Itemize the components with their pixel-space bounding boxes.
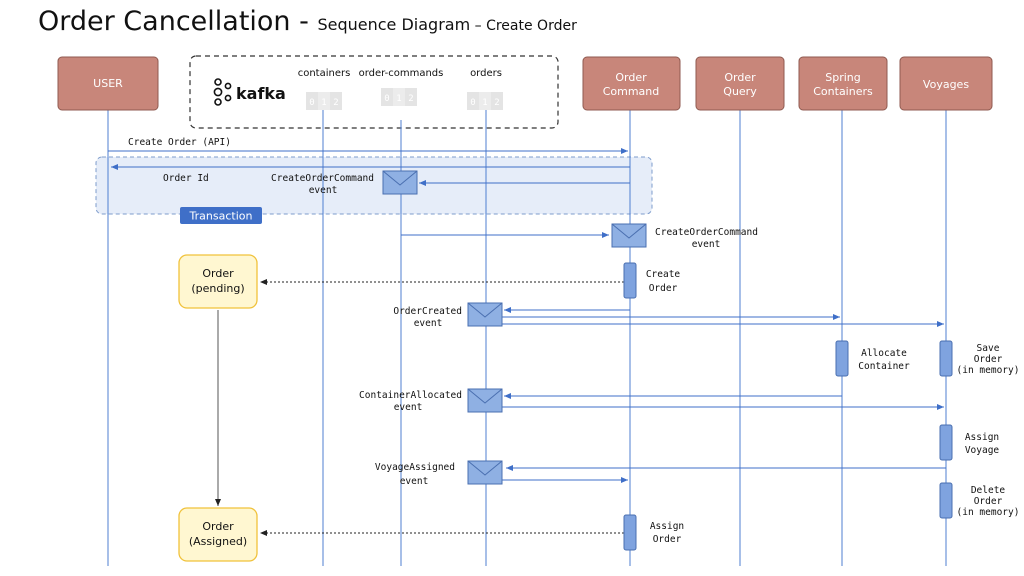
label-save-order-c: (in memory) (957, 365, 1020, 376)
label-container-allocated-b: event (394, 402, 423, 413)
state-order-pending: Order (pending) (178, 254, 258, 309)
page-title: Order Cancellation - Sequence Diagram – … (38, 6, 577, 37)
svg-text:Order: Order (202, 520, 234, 533)
activation-assign-order (623, 514, 637, 551)
participant-spring-containers: Spring Containers (798, 56, 888, 111)
svg-text:Order: Order (615, 71, 647, 84)
svg-text:0: 0 (470, 98, 475, 108)
envelope-icon (467, 388, 503, 413)
label-delete-order-c: (in memory) (957, 507, 1020, 518)
svg-text:(Assigned): (Assigned) (189, 535, 247, 548)
svg-text:2: 2 (494, 98, 499, 108)
svg-text:Order: Order (202, 267, 234, 280)
svg-text:0: 0 (384, 94, 389, 104)
svg-text:1: 1 (396, 94, 401, 104)
label-save-order-b: Order (974, 354, 1003, 365)
envelope-icon (611, 223, 647, 248)
participant-user: USER (57, 56, 159, 111)
topic-containers-label: containers (298, 68, 351, 79)
activation-create-order (623, 262, 637, 299)
transaction-label: Transaction (189, 210, 253, 223)
svg-text:1: 1 (482, 98, 487, 108)
svg-text:USER: USER (93, 77, 123, 90)
transaction-region (95, 156, 653, 215)
label-create-order-command-1a: CreateOrderCommand (271, 173, 374, 184)
svg-text:Containers: Containers (813, 85, 873, 98)
label-order-created-a: OrderCreated (393, 306, 462, 317)
label-create-order-a: Create (646, 269, 681, 280)
label-assign-order-b: Order (653, 534, 682, 545)
svg-text:Command: Command (603, 85, 660, 98)
topic-containers-partitions: 0 1 2 (306, 92, 342, 110)
transaction-badge (180, 207, 262, 224)
participant-voyages: Voyages (899, 56, 993, 111)
svg-text:(pending): (pending) (191, 282, 244, 295)
label-allocate-container-b: Container (858, 361, 910, 372)
label-create-order-command-2b: event (692, 239, 721, 250)
label-allocate-container-a: Allocate (861, 348, 907, 359)
svg-text:Order: Order (724, 71, 756, 84)
svg-text:2: 2 (333, 98, 338, 108)
label-delete-order-a: Delete (971, 485, 1006, 496)
activation-delete-order (939, 482, 953, 519)
svg-text:Query: Query (723, 85, 757, 98)
label-create-order-api: Create Order (API) (128, 137, 231, 148)
kafka-logo-icon (213, 78, 232, 106)
participant-order-command: Order Command (582, 56, 681, 111)
topic-order-commands-label: order-commands (359, 68, 444, 79)
state-order-assigned: Order (Assigned) (178, 507, 258, 562)
label-assign-voyage-a: Assign (965, 432, 999, 443)
participant-order-query: Order Query (695, 56, 785, 111)
label-delete-order-b: Order (974, 496, 1003, 507)
activation-allocate-container (835, 340, 849, 377)
activation-assign-voyage (939, 424, 953, 461)
activation-save-order (939, 340, 953, 377)
svg-text:Voyages: Voyages (923, 78, 969, 91)
kafka-cluster-box (189, 55, 559, 129)
svg-text:Spring: Spring (825, 71, 861, 84)
svg-text:1: 1 (321, 98, 326, 108)
svg-text:2: 2 (408, 94, 413, 104)
envelope-icon (467, 302, 503, 327)
label-assign-order-a: Assign (650, 521, 684, 532)
label-voyage-assigned-a: VoyageAssigned (375, 462, 455, 473)
label-voyage-assigned-b: event (400, 476, 429, 487)
label-assign-voyage-b: Voyage (965, 445, 1000, 456)
topic-orders-partitions: 0 1 2 (467, 92, 503, 110)
label-container-allocated-a: ContainerAllocated (359, 390, 462, 401)
topic-orders-label: orders (470, 68, 502, 79)
svg-text:0: 0 (309, 98, 314, 108)
label-order-created-b: event (414, 318, 443, 329)
label-create-order-command-1b: event (309, 185, 338, 196)
label-save-order-a: Save (977, 343, 1000, 354)
envelope-icon (382, 170, 418, 195)
label-create-order-b: Order (649, 283, 678, 294)
label-create-order-command-2a: CreateOrderCommand (655, 227, 758, 238)
kafka-logo-text: kafka (236, 84, 286, 103)
topic-order-commands-partitions: 0 1 2 (381, 88, 417, 106)
label-order-id: Order Id (163, 173, 209, 184)
envelope-icon (467, 460, 503, 485)
